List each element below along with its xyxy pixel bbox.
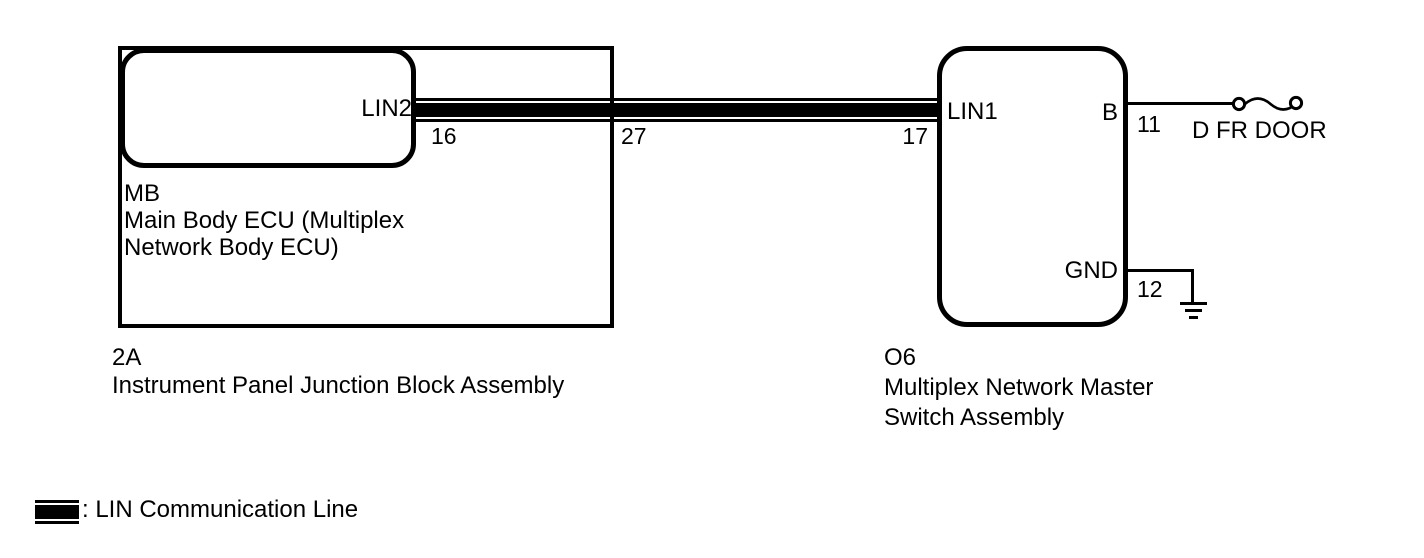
left-assembly-name: Instrument Panel Junction Block Assembly bbox=[112, 372, 565, 399]
legend-label: : LIN Communication Line bbox=[82, 496, 359, 523]
d-fr-door-label: D FR DOOR bbox=[1192, 117, 1327, 144]
pin-17-number: 17 bbox=[902, 123, 928, 149]
ecu-name-line2: Network Body ECU) bbox=[124, 234, 339, 261]
b-pin-label: B bbox=[1101, 99, 1118, 126]
pin-27-number: 27 bbox=[621, 123, 647, 149]
inline-connector-icon bbox=[1231, 95, 1304, 112]
right-assembly-caption: O6 Multiplex Network Master Switch Assem… bbox=[884, 343, 1153, 433]
b-pin-wire bbox=[1126, 102, 1234, 105]
master-switch-box bbox=[937, 46, 1128, 327]
left-assembly-code: 2A bbox=[112, 344, 142, 371]
lin1-pin-label: LIN1 bbox=[947, 98, 998, 125]
right-assembly-name-line2: Switch Assembly bbox=[884, 404, 1065, 431]
left-assembly-caption: 2A Instrument Panel Junction Block Assem… bbox=[112, 344, 564, 400]
ecu-caption: MB Main Body ECU (Multiplex Network Body… bbox=[124, 180, 404, 261]
right-assembly-code: O6 bbox=[884, 344, 917, 371]
pin-11-number: 11 bbox=[1137, 111, 1161, 137]
gnd-pin-wire-horizontal bbox=[1126, 269, 1194, 272]
lin-line-swatch-icon bbox=[35, 500, 79, 524]
pin-12-number: 12 bbox=[1137, 276, 1163, 302]
gnd-pin-label: GND bbox=[1064, 257, 1118, 284]
right-assembly-name-line1: Multiplex Network Master bbox=[884, 374, 1154, 401]
pin-16-number: 16 bbox=[431, 123, 457, 149]
ecu-name-line1: Main Body ECU (Multiplex bbox=[124, 207, 405, 234]
lin-communication-wire bbox=[414, 98, 940, 122]
lin2-pin-label: LIN2 bbox=[361, 95, 412, 122]
gnd-pin-wire-vertical bbox=[1191, 269, 1194, 304]
ecu-code: MB bbox=[124, 180, 160, 207]
main-body-ecu-box bbox=[120, 48, 416, 168]
